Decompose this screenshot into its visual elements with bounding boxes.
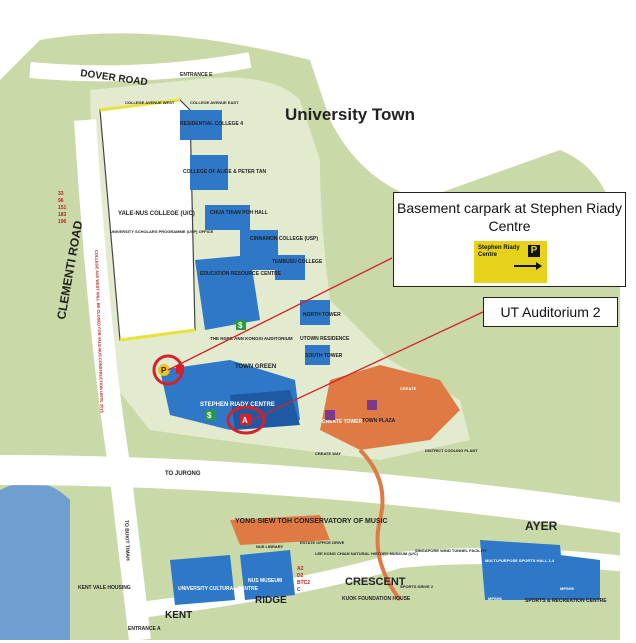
blue-buildings [160, 110, 330, 430]
info-icon [176, 365, 184, 374]
to-bukit-timah-label: TO BUKIT TIMAH [123, 520, 130, 561]
kuok-foundation-label: KUOK FOUNDATION HOUSE [342, 596, 411, 602]
estate-office-label: ESTATE OFFICE DRIVE [300, 540, 345, 545]
yale-nus-label: YALE-NUS COLLEGE (U/C) [118, 211, 195, 217]
bus-route-label: 96 [58, 198, 64, 204]
bus-routes: 33 96 151 183 196 A2 D2 BTC2 C [58, 191, 310, 593]
svg-text:$: $ [238, 321, 243, 330]
bus-route-label: 33 [58, 191, 64, 197]
callout-line-carpark [167, 257, 393, 371]
bus-route-label: A2 [297, 566, 304, 572]
auditorium-letter: A [242, 416, 248, 425]
nus-museum-label: NUS MUSEUM [248, 578, 282, 584]
sign-arrow-head-icon [536, 262, 542, 270]
town-plaza-label: TOWN PLAZA [362, 418, 396, 424]
orange-buildings [230, 365, 460, 545]
ut-callout-text: UT Auditorium 2 [500, 304, 601, 320]
place-labels: YALE-NUS COLLEGE (U/C) RESIDENTIAL COLLE… [78, 121, 607, 604]
ngee-ann-label: THE NGEE ANN KONGSI AUDITORIUM [210, 336, 293, 341]
college-ave-west-label: COLLEGE AVENUE WEST [125, 100, 175, 105]
lee-kong-chian-label: LEE KONG CHIAN NATURAL HISTORY MUSEUM (U… [315, 551, 419, 556]
ayer-road [0, 455, 636, 535]
bus-route-label: 151 [58, 205, 67, 211]
src-label: SPORTS & RECREATION CENTRE [525, 598, 607, 604]
tembusu-label: TEMBUSU COLLEGE [272, 259, 323, 265]
bus-route-label: 196 [58, 219, 67, 225]
alice-peter-tan-label: COLLEGE OF ALICE & PETER TAN [183, 169, 266, 175]
bus-route-label: D2 [297, 573, 304, 579]
entrance-e-label: ENTRANCE E [180, 72, 213, 78]
kent-vale-label: KENT VALE HOUSING [78, 585, 131, 591]
restaurant-icon [325, 400, 377, 420]
bottom-buildings [170, 540, 600, 605]
closure-note-label: COLLEGE AVE WEST WILL BE CLOSED FOR YALE… [94, 250, 105, 414]
south-tower-label: SOUTH TOWER [305, 353, 343, 359]
usp-office-label: UNIVERSITY SCHOLARS PROGRAMME (USP) OFFI… [110, 229, 214, 234]
college-ave-east-label: COLLEGE AVENUE EAST [190, 100, 239, 105]
water [0, 482, 70, 640]
mpsh5-label: MPSH5 [560, 586, 575, 591]
university-cultural-centre-label: UNIVERSITY CULTURAL CENTRE [178, 586, 259, 592]
crescent-label: CRESCENT [345, 576, 406, 588]
town-green-label: TOWN GREEN [235, 364, 276, 370]
carpark-callout: Basement carpark at Stephen Riady Centre… [393, 192, 626, 287]
auditorium-marker: A [226, 405, 266, 435]
district-cooling-label: DISTRICT COOLING PLANT [425, 448, 478, 453]
bus-route-label: C [297, 587, 301, 593]
map-title: University Town [285, 105, 415, 124]
dollar-icon: $ [205, 410, 215, 420]
dover-road [29, 52, 252, 82]
erc-label: EDUCATION RESOURCE CENTRE [200, 271, 282, 277]
bus-route-label: BTC2 [297, 580, 310, 586]
north-tower-label: NORTH TOWER [303, 312, 341, 318]
chua-thian-poh-label: CHUA THIAN POH HALL [210, 210, 268, 216]
sports-hall-label: MULTI-PURPOSE SPORTS HALL 1-4 [485, 558, 555, 563]
rc4-label: RESIDENTIAL COLLEGE 4 [180, 121, 243, 127]
callout-line-ut [251, 311, 484, 421]
dollar-icon: $ [236, 320, 246, 330]
create-tower-label: CREATE TOWER [322, 419, 362, 425]
route-line [358, 448, 402, 602]
parking-marker: P [152, 354, 184, 386]
create-label: CREATE [400, 386, 416, 391]
ayer-road-label: AYER [525, 519, 558, 533]
ridge-label: RIDGE [255, 595, 287, 606]
svg-text:$: $ [207, 411, 212, 420]
parking-letter: P [161, 366, 167, 375]
bus-route-label: 183 [58, 212, 67, 218]
utown-residence-label: UTOWN RESIDENCE [300, 336, 350, 342]
ut-auditorium-callout: UT Auditorium 2 [483, 297, 618, 327]
clementi-road [74, 119, 151, 642]
sign-arrow-icon [514, 265, 540, 267]
sign-parking-icon: P [528, 245, 540, 257]
nus-library-label: NUS LIBRARY [256, 544, 284, 549]
mpsh6-label: MPSH6 [488, 596, 503, 601]
ystcm-label: YONG SIEW TOH CONSERVATORY OF MUSIC [235, 518, 388, 525]
sports-drive-label: SPORTS DRIVE 2 [400, 584, 434, 589]
carpark-callout-text: Basement carpark at Stephen Riady Centre [397, 200, 622, 234]
sign-text: Stephen Riady Centre [478, 245, 520, 258]
stephen-riady-label: STEPHEN RIADY CENTRE [200, 402, 275, 408]
wind-tunnel-label: SINGAPORE WIND TUNNEL FACILITY [415, 548, 487, 553]
stephen-riady-sign: Stephen Riady Centre P [474, 241, 547, 283]
kent-label: KENT [165, 610, 192, 621]
to-jurong-label: TO JURONG [165, 471, 201, 477]
cinnamon-label: CINNAMON COLLEGE (USP) [250, 236, 318, 242]
entrance-a-label: ENTRANCE A [128, 626, 161, 632]
create-way-label: CREATE WAY [315, 451, 341, 456]
